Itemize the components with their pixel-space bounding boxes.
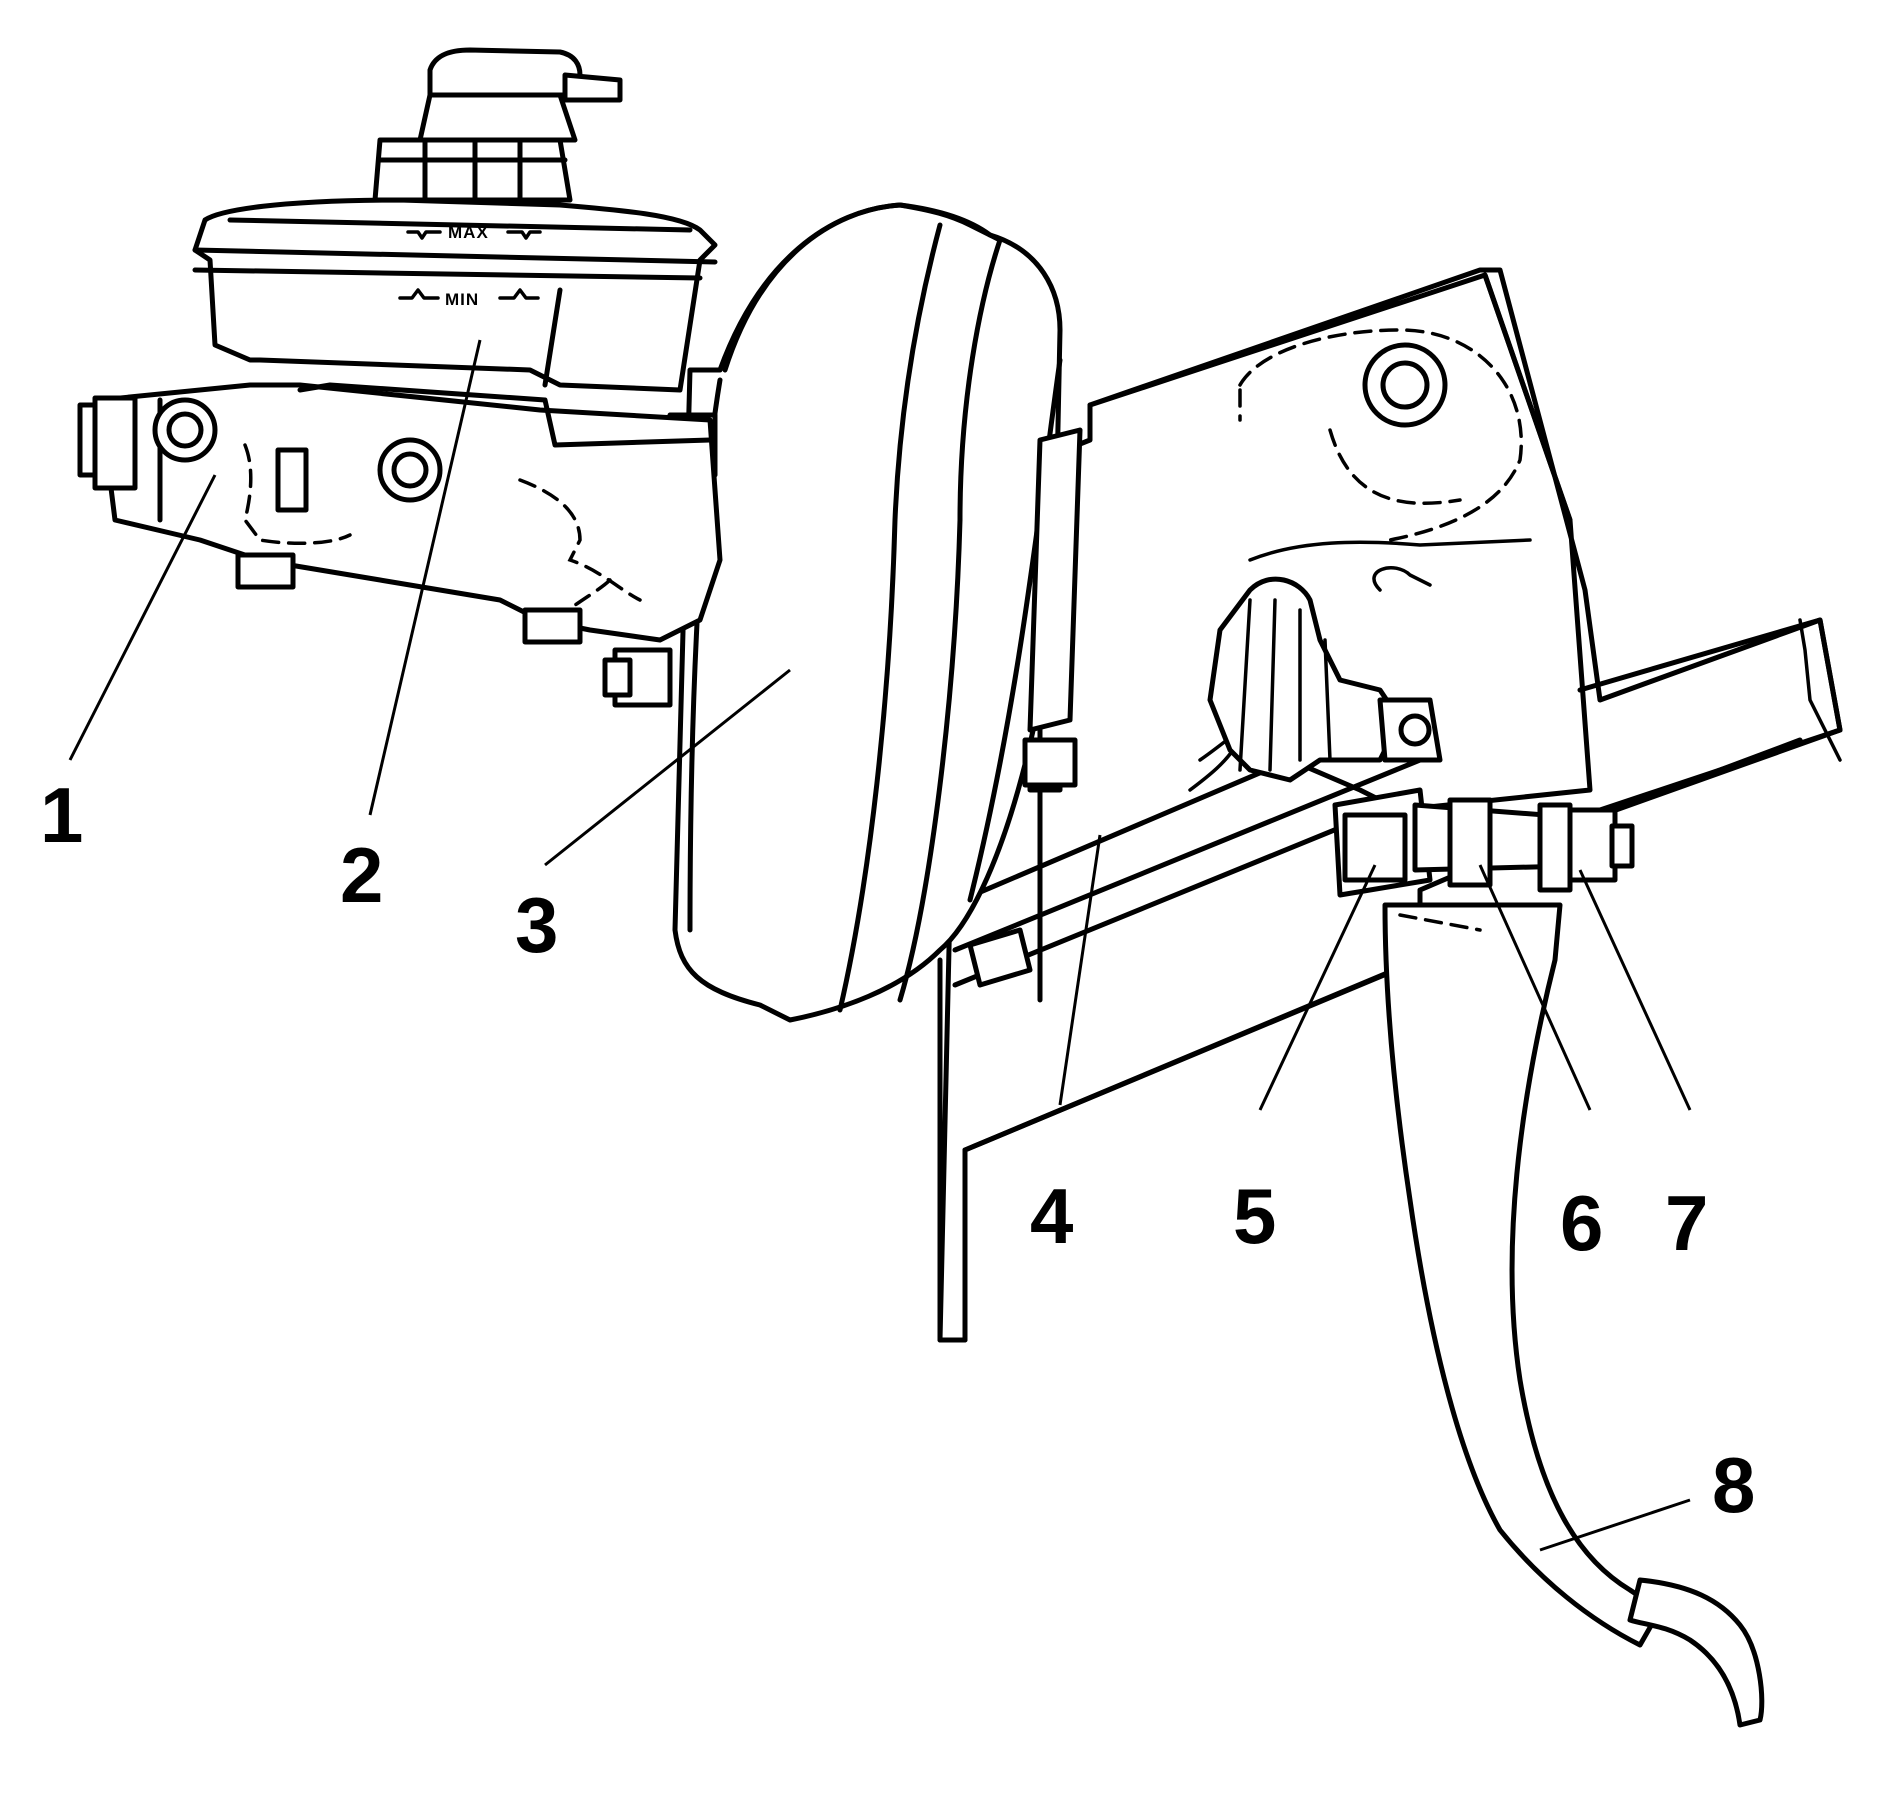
reservoir-max-mark: MAX <box>406 223 542 242</box>
leader-lines <box>68 339 1692 1552</box>
push-rod-boot <box>1207 576 1443 783</box>
leader-4 <box>1058 834 1102 1106</box>
callout-2: 2 <box>340 831 383 919</box>
leader-8 <box>1539 1498 1691 1552</box>
fluid-reservoir <box>192 47 718 393</box>
callout-3: 3 <box>515 881 558 969</box>
callout-6: 6 <box>1560 1179 1603 1267</box>
callout-7: 7 <box>1665 1179 1708 1267</box>
callout-8: 8 <box>1712 1441 1755 1529</box>
leader-3 <box>544 668 791 867</box>
callout-5: 5 <box>1233 1172 1276 1260</box>
min-label: MIN <box>445 290 479 309</box>
callout-1: 1 <box>40 771 83 859</box>
leader-2 <box>368 339 482 816</box>
leader-1 <box>68 474 217 761</box>
brake-pedal <box>1332 787 1765 1728</box>
reservoir-min-mark: MIN <box>398 288 540 309</box>
leader-7 <box>1578 869 1692 1111</box>
leader-6 <box>1478 864 1592 1111</box>
master-cylinder <box>77 382 723 645</box>
max-label: MAX <box>448 223 489 242</box>
callout-4: 4 <box>1030 1172 1073 1260</box>
leader-5 <box>1258 864 1377 1111</box>
